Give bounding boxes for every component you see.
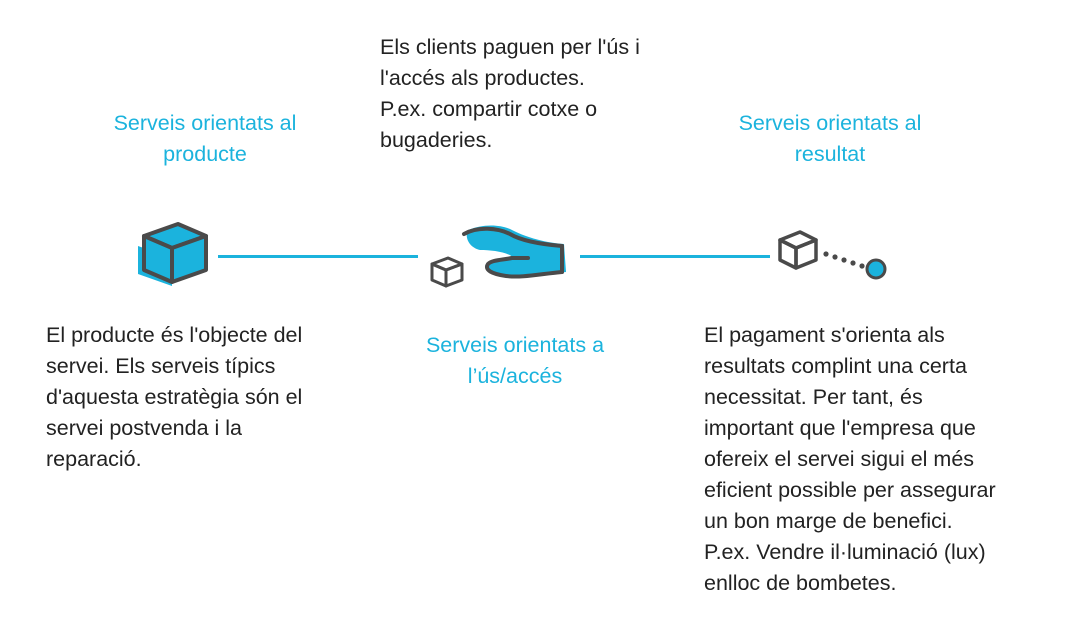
connector-line-right: [580, 255, 770, 258]
hand-icon: [462, 225, 566, 279]
filled-cube-icon: [138, 222, 208, 286]
result-description: El pagament s'orienta als resultats comp…: [704, 323, 996, 595]
hand-with-cube-icon: [430, 225, 566, 288]
connector-line-left: [218, 255, 418, 258]
use-access-services-heading: Serveis orientats a l’ús/accés: [425, 333, 605, 388]
small-cube-icon: [430, 256, 464, 288]
cube-with-dotted-target-icon: [778, 230, 887, 280]
target-dot-icon: [865, 258, 887, 280]
product-description: El producte és l'objecte del servei. Els…: [46, 323, 303, 471]
result-services-heading: Serveis orientats al resultat: [738, 111, 922, 166]
outline-cube-icon: [778, 230, 818, 270]
use-access-description: Els clients paguen per l'ús i l'accés al…: [380, 35, 640, 152]
product-services-heading: Serveis orientats al producte: [113, 111, 297, 166]
dotted-line: [823, 251, 865, 269]
